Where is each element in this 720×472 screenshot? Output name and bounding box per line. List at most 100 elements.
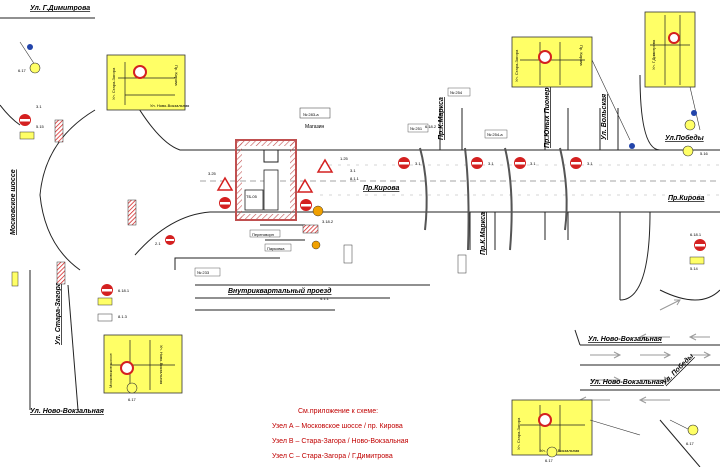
traffic-light-icon (687, 424, 699, 436)
inset-a-bottom: Ул. Ново-Вокзальная (150, 103, 189, 108)
building-magazin: Магазин (305, 124, 325, 130)
building-parkovka: Парковка (267, 246, 285, 251)
sign-code: 3.1 (36, 104, 42, 109)
sign-code: 3.25 (208, 171, 217, 176)
crosswalk-lines (419, 147, 568, 251)
building-233: № 233 (197, 270, 210, 275)
sign-code: 3.1 (530, 161, 536, 166)
work-zone: ТБ-05 (235, 139, 319, 234)
street-k-marksa-top: Пр.К.Маркса (438, 97, 445, 140)
traffic-light-icon (682, 145, 694, 157)
inset-a-left: Ул. Стара-Загора (111, 67, 116, 100)
building-251: № 251 (410, 126, 423, 131)
sign-code: 3.1 (488, 161, 494, 166)
sign-code: 6.17 (18, 68, 27, 73)
street-kirova-right: Пр.Кирова (668, 195, 705, 202)
building-peregovorny: Переговорн (252, 232, 274, 237)
sign-code: 5.15 (36, 124, 45, 129)
caution-sign-icon (311, 240, 321, 250)
traffic-signs (11, 44, 706, 458)
street-moskovskoe: Московское шоссе (10, 169, 17, 235)
inset-connectors (19, 41, 701, 436)
street-volskaya: Ул. Вольская (601, 94, 608, 140)
inset-node-b: Московское шоссе Ул. Ново-Вокзальная 6.1… (103, 334, 183, 402)
blue-sign-icon (691, 110, 697, 116)
buildings: № 283-а Магазин № 251 № 254 № 254-а № 23… (194, 87, 508, 277)
sign-code: 6.17 (686, 441, 695, 446)
street-dimitrova: Ул. Г.Димитрова (30, 5, 90, 12)
traffic-light-icon (29, 62, 41, 74)
street-kirova-center: Пр.Кирова (363, 185, 400, 192)
sign-code: 3.1 (587, 161, 593, 166)
no-entry-sign-icon (19, 114, 31, 126)
sign-code: 8.1.1 (350, 176, 360, 181)
traffic-light-icon (684, 119, 696, 131)
building-283a: № 283-а (303, 112, 319, 117)
street-novo-vokzalnaya-right1: Ул. Ново-Вокзальная (588, 336, 662, 343)
road-network (0, 17, 720, 468)
no-entry-sign-icon (471, 157, 483, 169)
traffic-light-icon (546, 446, 558, 458)
inset-b-bottom: Ул. Ново-Вокзальная (159, 345, 164, 384)
building-254a: № 254-а (487, 132, 503, 137)
building-254: № 254 (450, 90, 463, 95)
legend-line-1: Узел А – Московское шоссе / пр. Кирова (272, 423, 403, 430)
info-plate-icon (19, 131, 35, 140)
info-plate-icon (343, 244, 353, 264)
sign-code: 3.18.2 (322, 219, 334, 224)
no-entry-sign-icon (300, 199, 312, 211)
sign-code: 1.25 (340, 156, 349, 161)
info-plate-icon (97, 313, 113, 322)
no-entry-sign-icon (398, 157, 410, 169)
traffic-light-icon (126, 382, 138, 394)
street-pobedy: Ул.Победы (665, 134, 704, 142)
legend: См.приложение к схеме: Узел А – Московск… (272, 408, 409, 460)
street-stara-zagora: Ул. Стара-Загора (55, 282, 62, 345)
sign-code: 8.1.3 (118, 314, 128, 319)
street-vnutrikvartalny: Внутриквартальный проезд (228, 287, 332, 295)
inset-d-left: Ул. Стара-Загора (516, 417, 521, 450)
sign-code: 5.16 (700, 151, 709, 156)
legend-heading: См.приложение к схеме: (298, 408, 378, 415)
sign-code: 5.14 (690, 266, 699, 271)
no-entry-sign-icon (694, 239, 706, 251)
blue-sign-icon (629, 143, 635, 149)
direction-arrows (578, 299, 712, 404)
info-plate-icon (97, 297, 113, 306)
barrier-icon (54, 119, 64, 143)
legend-line-3: Узел С – Стара-Загора / Г.Димитрова (272, 453, 393, 460)
info-plate-icon (11, 271, 19, 287)
inset-c-left: Ул. Стара-Загора (514, 49, 519, 82)
inset-node-a: Пр. Кирова Ул. Стара-Загора Ул. Ново-Вок… (106, 54, 189, 111)
sign-code: 6.18.2 (425, 124, 437, 129)
street-yunyh-pionerov: Пр.Юных Пионеров (544, 78, 551, 148)
sign-code: 6.18.1 (118, 288, 130, 293)
inset-b-left: Московское шоссе (108, 353, 113, 388)
no-entry-sign-icon (514, 157, 526, 169)
inset-e-title: Ул. Г.Димитрова (651, 39, 656, 70)
sign-code: 3.1 (415, 161, 421, 166)
caution-sign-icon (312, 205, 324, 217)
svg-text:ТБ-05: ТБ-05 (246, 194, 258, 199)
street-k-marksa-bottom: Пр.К.Маркса (480, 212, 487, 255)
info-plate-icon (457, 254, 467, 274)
inset-d-bottom: Ул. Ново-Вокзальная (540, 448, 579, 453)
no-entry-sign-icon (165, 235, 175, 245)
no-entry-sign-icon (219, 197, 231, 209)
no-entry-sign-icon (570, 157, 582, 169)
sign-codes: 6.17 3.1 5.15 1.25 3.1 8.1.1 6.18.1 8.1.… (18, 68, 709, 463)
sign-code: 6.17 (545, 458, 554, 463)
barrier-icon (127, 199, 137, 226)
inset-a-title: Пр. Кирова (174, 65, 179, 86)
sign-code: 2.1 (155, 241, 161, 246)
sign-code: 6.18.1 (690, 232, 702, 237)
barrier-icon (56, 261, 66, 285)
sign-code: 4.1.1 (320, 296, 330, 301)
sign-code-6-17-b: 6.17 (128, 397, 137, 402)
inset-node-d: Ул. Стара-Загора Ул. Ново-Вокзальная (511, 399, 593, 456)
legend-line-2: Узел В – Стара-Загора / Ново-Вокзальная (272, 438, 409, 445)
street-novo-vokzalnaya-right2: Ул. Ново-Вокзальная (590, 379, 664, 386)
sign-code: 3.1 (350, 168, 356, 173)
